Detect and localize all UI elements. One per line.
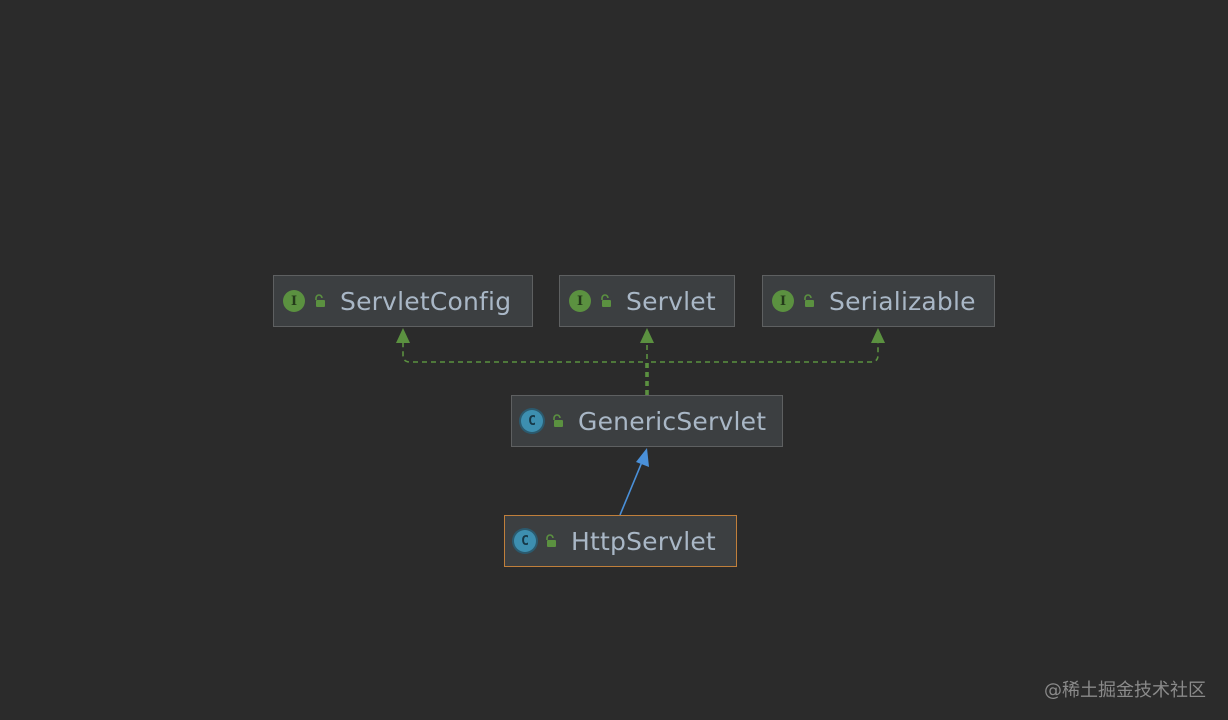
- node-serializable[interactable]: I Serializable: [762, 275, 995, 327]
- public-lock-icon: [551, 414, 564, 428]
- node-label: HttpServlet: [571, 526, 716, 556]
- interface-icon: I: [772, 290, 794, 312]
- class-icon: C: [521, 410, 543, 432]
- node-label: GenericServlet: [578, 406, 767, 436]
- node-label: ServletConfig: [340, 286, 512, 316]
- implements-edge-servlet-config: [402, 340, 647, 395]
- implements-arrowhead-servlet: [640, 328, 654, 343]
- node-generic-servlet[interactable]: C GenericServlet: [511, 395, 783, 447]
- interface-icon: I: [569, 290, 591, 312]
- implements-arrowhead-serializable: [871, 328, 885, 343]
- node-servlet[interactable]: I Servlet: [559, 275, 735, 327]
- interface-icon: I: [283, 290, 305, 312]
- extends-edge-generic-servlet: [619, 461, 643, 516]
- node-http-servlet[interactable]: C HttpServlet: [504, 515, 737, 567]
- public-lock-icon: [544, 534, 557, 548]
- class-icon: C: [514, 530, 536, 552]
- node-label: Serializable: [829, 286, 976, 316]
- extends-arrowhead-generic-servlet: [636, 448, 649, 467]
- node-label: Servlet: [626, 286, 716, 316]
- public-lock-icon: [802, 294, 815, 308]
- implements-arrowhead-servlet-config: [396, 328, 410, 343]
- public-lock-icon: [313, 294, 326, 308]
- implements-edge-serializable: [647, 340, 879, 395]
- node-servlet-config[interactable]: I ServletConfig: [273, 275, 533, 327]
- watermark: @稀土掘金技术社区: [1044, 680, 1206, 701]
- public-lock-icon: [599, 294, 612, 308]
